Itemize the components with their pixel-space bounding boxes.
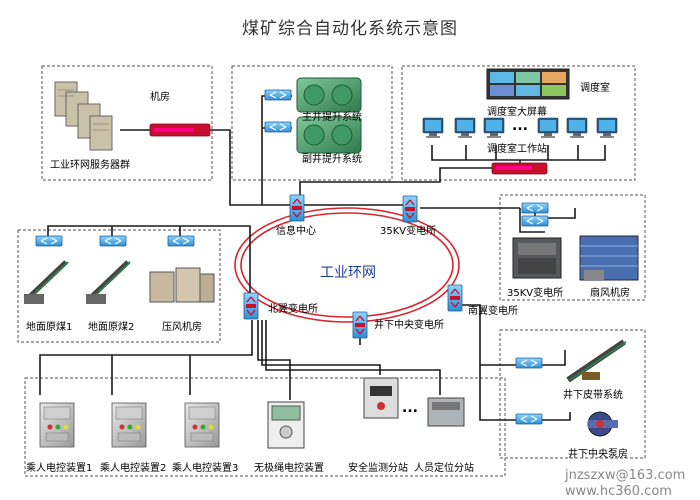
big-screen-icon [486, 68, 570, 100]
router-dispatch [491, 162, 548, 175]
industrial-ring [234, 207, 460, 323]
label-rider-2: 乘人电控装置2 [100, 463, 167, 474]
polarless-winch-icon [267, 401, 305, 449]
workstation-dots: ... [512, 118, 528, 134]
label-rider-1: 乘人电控装置1 [26, 463, 93, 474]
label-ground-coal-2: 地面原煤2 [88, 322, 135, 333]
transformer-icon [512, 237, 562, 279]
routers [149, 123, 548, 175]
switch-35kv [402, 195, 418, 223]
label-compressor: 压风机房 [162, 322, 202, 333]
workstation-icon [422, 117, 444, 139]
label-35kv-node: 35KV变电所 [380, 226, 437, 237]
server-cluster-icon [54, 81, 113, 151]
label-rider-3: 乘人电控装置3 [172, 463, 239, 474]
watermark-email: jnzszxw@163.com [565, 468, 686, 483]
label-server-room: 机房 [150, 92, 170, 103]
switch-pump [515, 413, 543, 425]
label-personnel-locate: 人员定位分站 [414, 463, 474, 474]
ring-label: 工业环网 [320, 265, 376, 281]
label-south-substation: 南翼变电所 [468, 306, 518, 317]
label-belt-system: 井下皮带系统 [563, 390, 623, 401]
switch-35kv-right-2 [521, 215, 549, 227]
label-dispatch-room: 调度室 [580, 83, 610, 94]
aux-hoist-icon [296, 116, 362, 154]
switch-aux-hoist [264, 121, 292, 133]
switch-ground-1 [35, 235, 63, 247]
box-underground-right [499, 329, 646, 459]
label-ground-coal-1: 地面原煤1 [26, 322, 73, 333]
switch-south [447, 284, 463, 312]
group-boxes [17, 65, 646, 477]
label-info-center: 信息中心 [276, 226, 316, 237]
workstation-icon [483, 117, 505, 139]
switch-35kv-right-1 [521, 202, 549, 214]
fan-room-icon [579, 235, 639, 281]
switch-info-center [289, 194, 305, 222]
belt-system-icon [566, 339, 627, 383]
label-35kv: 35KV变电所 [507, 288, 564, 299]
label-big-screen: 调度室大屏幕 [487, 107, 547, 118]
switch-compressor [167, 235, 195, 247]
box-substation-right [499, 194, 646, 301]
label-main-hoist: 主井提升系统 [302, 112, 362, 123]
compressor-icon [149, 267, 215, 303]
label-workstation: 调度室工作站 [487, 144, 547, 155]
label-north-substation: 北翼变电所 [268, 304, 318, 315]
personnel-locate-icon [427, 397, 465, 427]
workstation-icon [537, 117, 559, 139]
box-server-room [41, 65, 213, 181]
label-aux-hoist: 副井提升系统 [302, 154, 362, 165]
label-server-cluster: 工业环网服务器群 [50, 160, 130, 171]
label-fan-room: 扇风机房 [590, 288, 630, 299]
monitor-dots: ... [402, 400, 418, 416]
page-title: 煤矿综合自动化系统示意图 [242, 19, 458, 39]
pump-icon [587, 411, 618, 437]
switch-ground-2 [99, 235, 127, 247]
label-polarless-winch: 无极绳电控装置 [254, 463, 324, 474]
rider-1-icon [39, 402, 75, 448]
workstation-icon [454, 117, 476, 139]
box-dispatch [401, 65, 636, 181]
box-hoist [231, 65, 393, 181]
main-hoist-icon [296, 77, 362, 113]
switch-central [352, 311, 368, 339]
switch-belt [515, 357, 543, 369]
workstation-icon [596, 117, 618, 139]
rider-2-icon [111, 402, 147, 448]
label-central-substation: 井下中央变电所 [374, 320, 444, 331]
box-underground-bottom [24, 377, 506, 477]
label-safety-monitor: 安全监测分站 [348, 463, 408, 474]
ground-coal-1-icon [24, 260, 69, 304]
switch-north [243, 292, 259, 320]
router-server-room [149, 123, 211, 137]
label-pump-room: 井下中央泵房 [568, 449, 628, 460]
workstation-icon [566, 117, 588, 139]
watermark-url: www.hc360.com [565, 484, 672, 499]
rider-3-icon [184, 402, 220, 448]
safety-monitor-icon [363, 377, 399, 419]
box-ground [17, 229, 221, 343]
ground-coal-2-icon [86, 260, 131, 304]
switch-main-hoist [264, 89, 292, 101]
